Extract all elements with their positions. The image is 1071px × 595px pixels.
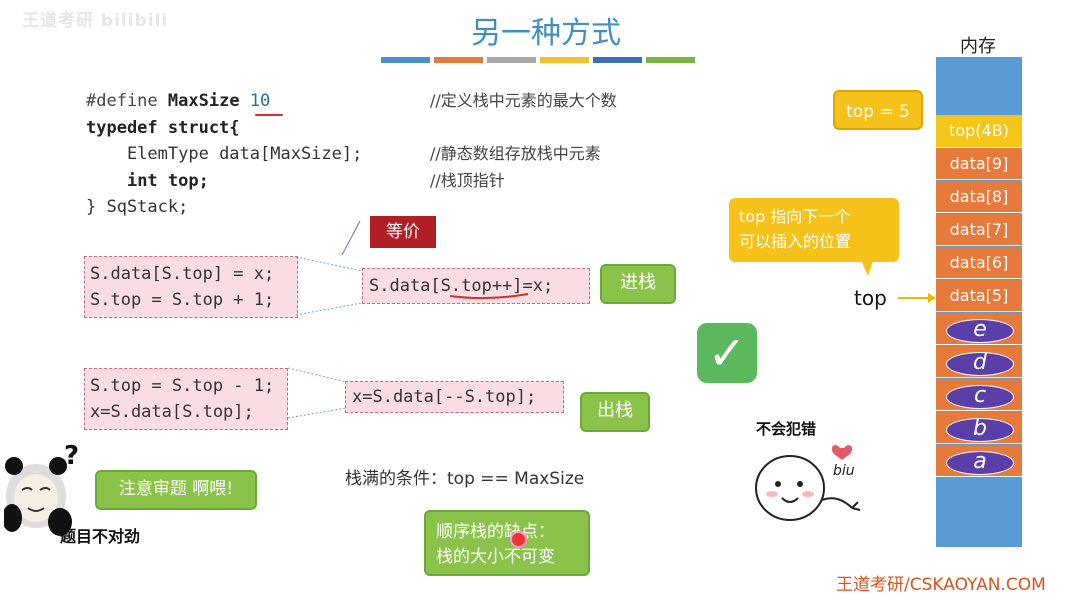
tip-line-2: 可以插入的位置 [739,232,852,251]
comment-data: //静态数组存放栈中元素 [430,144,601,163]
code-comments: //定义栈中元素的最大个数 //静态数组存放栈中元素 //栈顶指针 [430,88,617,194]
panda-meme-icon: ? [4,444,79,536]
pop-combined-code: x=S.data[--S.top]; [345,381,564,413]
pop-connector-lines [287,367,347,419]
code-maxsize-value: 10 [249,91,271,111]
code-define-keyword: #define [86,91,158,111]
smiley-meme-icon [755,445,861,521]
element-d: d [946,352,1014,376]
drawback-note: 顺序栈的缺点： 栈的大小不可变 [424,510,590,576]
top-pointer-arrow-icon [898,293,936,303]
maxsize-underline [255,114,283,116]
push-line-1: S.data[S.top] = x; [90,264,275,284]
drawback-line-1: 顺序栈的缺点： [436,522,555,542]
element-a: a [946,451,1014,475]
memory-cell-data7: data[7] [936,214,1022,246]
top-pointer-label: top [854,286,887,310]
element-e: e [946,319,1014,343]
pop-label: 出栈 [580,392,650,432]
svg-text:?: ? [64,444,79,471]
memory-label: 内存 [960,36,996,57]
push-label: 进栈 [600,264,676,304]
meme-caption: 题目不对劲 [60,527,141,546]
top-pointer-tip: top 指向下一个 可以插入的位置 [729,198,899,262]
checkmark-icon: ✓ [697,323,757,383]
biu-text: biu [833,463,855,479]
drawback-line-2: 栈的大小不可变 [436,547,555,567]
struct-code-block: #define MaxSize 10 typedef struct{ ElemT… [86,88,362,221]
warning-note: 注意审题 啊喂! [95,470,257,510]
tip-line-1: top 指向下一个 [739,207,851,226]
memory-cell-data8: data[8] [936,181,1022,213]
comment-maxsize: //定义栈中元素的最大个数 [430,91,617,110]
tip-bubble-tail [860,258,874,276]
top-memory-cell: top(4B) [936,115,1022,148]
memory-cell-data6: data[6] [936,247,1022,279]
slide-title: 另一种方式 [471,16,621,51]
code-typedef-line: typedef struct{ [86,117,240,138]
element-c: c [946,385,1014,409]
footer-brand: 王道考研/CSKAOYAN.COM [836,575,1046,595]
title-color-bars [381,57,695,63]
element-b: b [946,418,1014,442]
top-value-box: top = 5 [833,90,923,130]
memory-cell-data9: data[9] [936,148,1022,180]
watermark-logo: 王道考研 bilibili [22,11,169,31]
no-mistake-caption: 不会犯错 [756,420,817,438]
equivalent-badge: 等价 [370,216,436,248]
memory-cell-data5: data[5] [936,280,1022,312]
code-top-line: int top; [126,170,209,191]
push-line-2: S.top = S.top + 1; [90,290,275,310]
cursor-dot-icon [510,531,527,548]
code-close-line: } SqStack; [86,197,189,217]
comment-top: //栈顶指针 [430,170,505,190]
code-data-line: ElemType data[MaxSize]; [126,144,363,164]
pop-line-1: S.top = S.top - 1; [90,376,275,396]
push-combined-underline [449,293,529,300]
pop-line-2: x=S.data[S.top]; [90,402,254,422]
push-connector-lines [295,220,363,316]
pop-original-code: S.top = S.top - 1; x=S.data[S.top]; [84,368,288,430]
code-maxsize-name: MaxSize [167,91,240,111]
push-original-code: S.data[S.top] = x; S.top = S.top + 1; [84,256,298,318]
stack-full-condition: 栈满的条件：top == MaxSize [345,469,585,489]
